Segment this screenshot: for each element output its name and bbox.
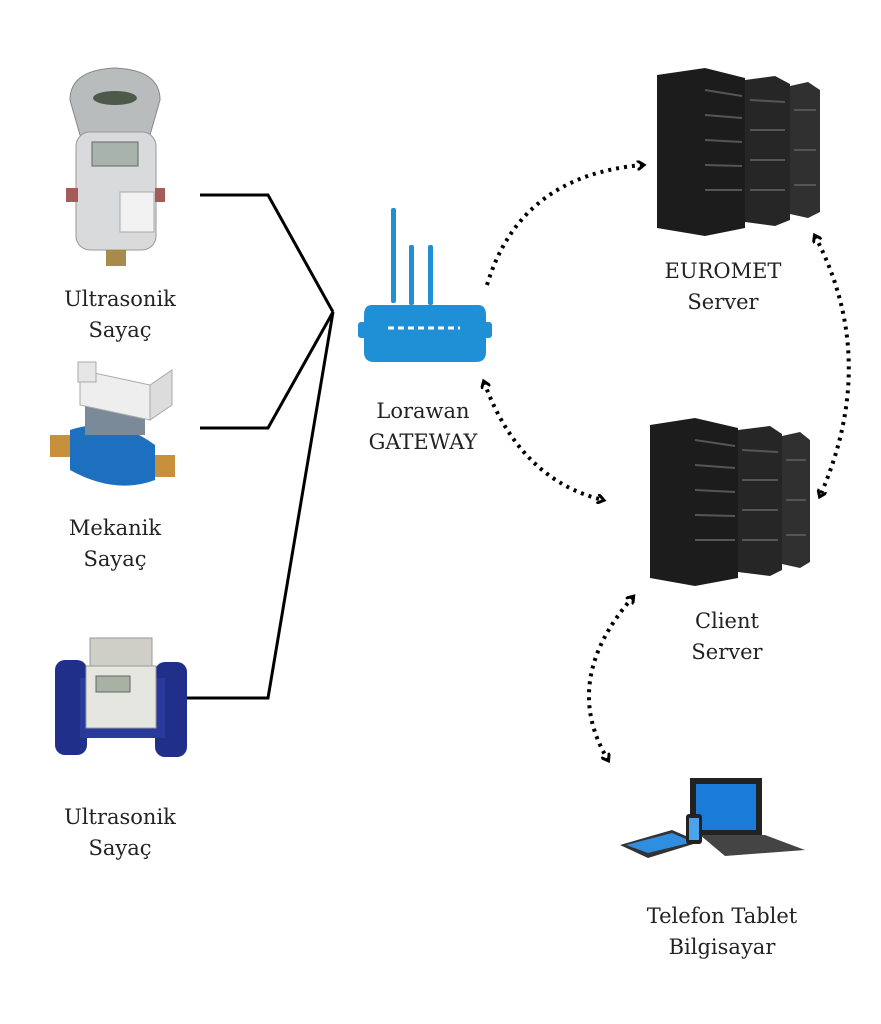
label-line: Client <box>695 609 759 633</box>
arrow-gateway-euromet <box>485 165 643 286</box>
mechanical-meter-image <box>50 361 175 486</box>
devices-image <box>620 778 805 858</box>
label-devices: Telefon Tablet Bilgisayar <box>647 901 798 963</box>
arrow-euromet-client <box>815 236 851 496</box>
dotted-links <box>484 165 851 760</box>
flanged-ultrasonic-meter-image <box>55 637 187 757</box>
label-euromet-server: EUROMET Server <box>665 256 782 318</box>
label-line: Mekanik <box>68 516 162 540</box>
ultrasonic-meter-image <box>66 67 165 266</box>
label-line: Sayaç <box>83 547 147 571</box>
label-line: Server <box>691 640 763 664</box>
label-line: Telefon Tablet <box>646 904 798 928</box>
euromet-server-image <box>657 68 820 236</box>
label-line: GATEWAY <box>368 430 478 454</box>
label-mechanical-meter: Mekanik Sayaç <box>69 513 161 575</box>
meter-connectors <box>185 193 335 700</box>
label-line: Lorawan <box>376 399 470 423</box>
label-line: Ultrasonik <box>64 805 176 829</box>
label-line: Bilgisayar <box>668 935 776 959</box>
label-line: Sayaç <box>88 318 152 342</box>
connector-mechanical <box>200 311 335 430</box>
label-ultrasonic-meter-2: Ultrasonik Sayaç <box>64 802 176 864</box>
label-gateway: Lorawan GATEWAY <box>369 396 478 458</box>
arrow-gateway-client <box>484 382 603 500</box>
gateway-icon <box>358 208 492 362</box>
label-line: EUROMET <box>664 259 782 283</box>
client-server-image <box>650 418 810 586</box>
label-line: Server <box>687 290 759 314</box>
label-line: Ultrasonik <box>64 287 176 311</box>
label-client-server: Client Server <box>691 606 762 668</box>
connector-ultrasonic-2 <box>185 311 335 700</box>
label-line: Sayaç <box>88 836 152 860</box>
label-ultrasonic-meter-1: Ultrasonik Sayaç <box>64 284 176 346</box>
connector-ultrasonic-1 <box>200 193 335 313</box>
arrow-client-devices <box>587 597 633 760</box>
